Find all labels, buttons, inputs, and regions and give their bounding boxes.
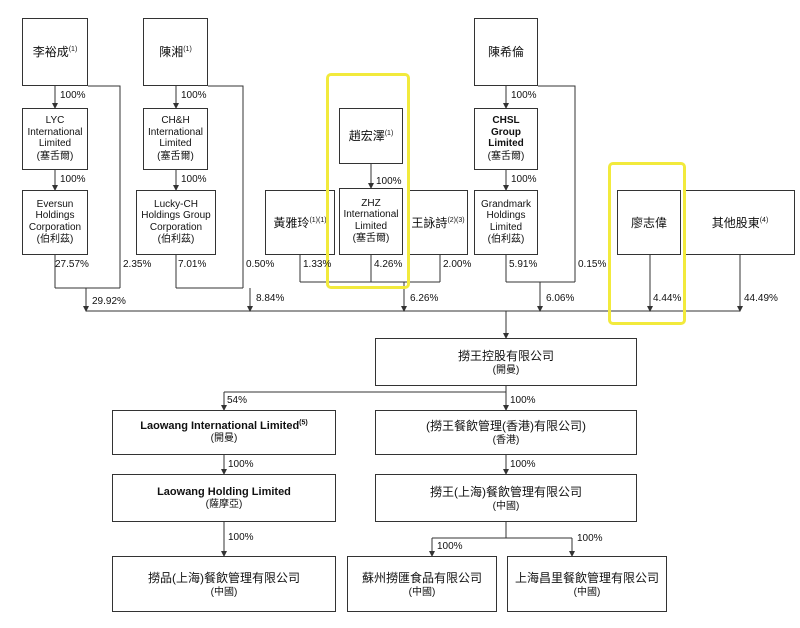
pct-lwhold-laopin: 100% — [228, 532, 254, 543]
person-huang: 黃雅玲(1)(1) — [265, 190, 335, 255]
company-eversun: Eversun Holdings Corporation (伯利茲) — [22, 190, 88, 255]
pct-grandmark: 5.91% — [509, 259, 538, 270]
person-li: 李裕成(1) — [22, 18, 88, 86]
pct-group4-total: 6.06% — [546, 293, 575, 304]
company-grandmark: Grandmark Holdings Limited (伯利茲) — [474, 190, 538, 255]
person-zhao: 趙宏澤(1) — [339, 108, 403, 164]
pct-eversun: 27.57% — [55, 259, 89, 270]
company-shanghai-mgmt: 撈王(上海)餐飲管理有限公司 (中國) — [375, 474, 637, 522]
pct-lucky: 7.01% — [178, 259, 207, 270]
pct-zhao-zhz: 100% — [376, 176, 402, 187]
pct-chenxl-chsl: 100% — [511, 90, 537, 101]
pct-li-lyc: 100% — [60, 90, 86, 101]
person-others: 其他股東(4) — [685, 190, 795, 255]
pct-group2-total: 8.84% — [256, 293, 285, 304]
pct-lyc-eversun: 100% — [60, 174, 86, 185]
company-laowang-holding-limited: Laowang Holding Limited (薩摩亞) — [112, 474, 336, 522]
pct-li-direct: 2.35% — [123, 259, 152, 270]
pct-liao: 4.44% — [653, 293, 682, 304]
company-laowang-holding-cayman: 撈王控股有限公司 (開曼) — [375, 338, 637, 386]
line-li-direct — [88, 85, 121, 288]
pct-chsl-grandmark: 100% — [511, 174, 537, 185]
company-hk: (撈王餐飲管理(香港)有限公司) (香港) — [375, 410, 637, 455]
pct-lwintl-lwhold: 100% — [228, 459, 254, 470]
pct-others: 44.49% — [744, 293, 778, 304]
company-lucky-ch: Lucky-CH Holdings Group Corporation (伯利茲… — [136, 190, 216, 255]
person-liao: 廖志偉 — [617, 190, 681, 255]
company-changli: 上海昌里餐飲管理有限公司 (中國) — [507, 556, 667, 612]
pct-chen-direct: 0.50% — [246, 259, 275, 270]
highlight-liao — [608, 162, 686, 325]
pct-zhz: 4.26% — [374, 259, 403, 270]
company-chh: CH&H International Limited (塞舌爾) — [143, 108, 208, 170]
pct-hk-sh: 100% — [510, 459, 536, 470]
company-suzhou: 蘇州撈匯食品有限公司 (中國) — [347, 556, 497, 612]
person-chen-xiang: 陳湘(1) — [143, 18, 208, 86]
pct-sh-suzhou: 100% — [437, 541, 463, 552]
pct-to-lw-intl: 54% — [227, 395, 248, 406]
pct-group1-total: 29.92% — [92, 296, 126, 307]
pct-group3-total: 6.26% — [410, 293, 439, 304]
highlight-zhao — [326, 73, 410, 289]
pct-chen-chh: 100% — [181, 90, 207, 101]
company-laopin: 撈品(上海)餐飲管理有限公司 (中國) — [112, 556, 336, 612]
pct-to-hk: 100% — [510, 395, 536, 406]
pct-huang: 1.33% — [303, 259, 332, 270]
pct-chenxl-direct: 0.15% — [578, 259, 607, 270]
company-chsl: CHSL Group Limited (塞舌爾) — [474, 108, 538, 170]
company-lyc: LYC International Limited (塞舌爾) — [22, 108, 88, 170]
pct-wang: 2.00% — [443, 259, 472, 270]
line-chenxl-direct — [538, 85, 576, 282]
pct-sh-changli: 100% — [577, 533, 603, 544]
line-chen-direct — [208, 85, 244, 288]
person-wang: 王詠詩(2)(3) — [408, 190, 468, 255]
person-chen-xilun: 陳希倫 — [474, 18, 538, 86]
pct-chh-lucky: 100% — [181, 174, 207, 185]
company-laowang-international: Laowang International Limited(5) (開曼) — [112, 410, 336, 455]
company-zhz: ZHZ International Limited (塞舌爾) — [339, 188, 403, 255]
